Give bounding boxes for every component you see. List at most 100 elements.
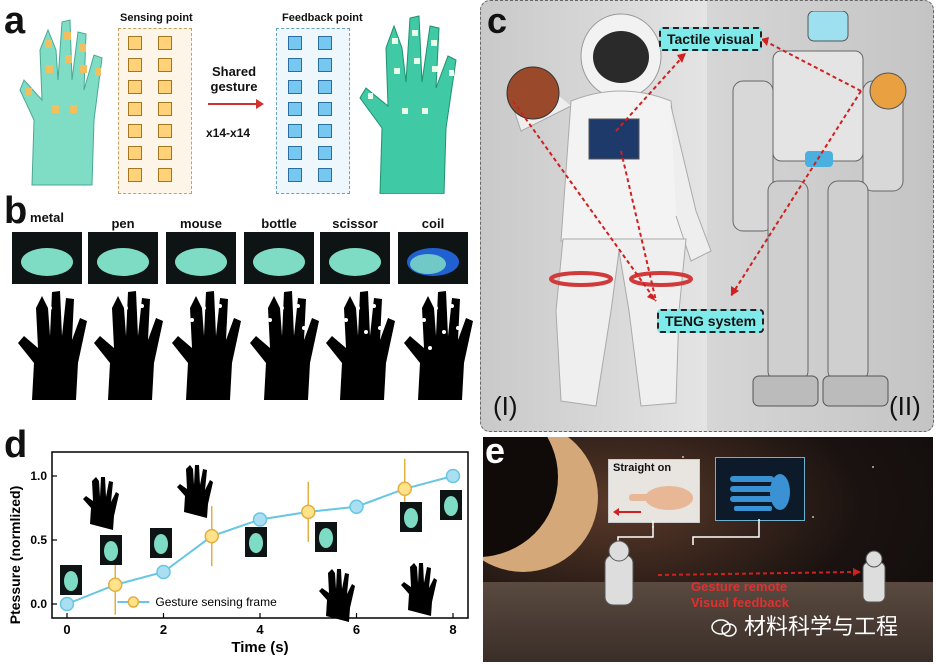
sensing-cell: [128, 124, 142, 138]
hand-silhouette-icon: [322, 288, 400, 408]
object-label: metal: [30, 210, 64, 225]
gesture-thumbnail-hand: [444, 496, 458, 516]
watermark-text: 材料科学与工程: [744, 615, 899, 640]
object-grasp-photo: [320, 232, 390, 284]
astronaut-figure: [506, 13, 712, 407]
teng-system-label: TENG system: [657, 309, 765, 333]
sensing-point-title: Sensing point: [120, 12, 193, 24]
gesture-hand-silhouette: [319, 569, 355, 622]
straight-on-label: Straight on: [613, 462, 672, 474]
hand-silhouette-icon: [90, 288, 168, 408]
feedback-cell: [318, 168, 332, 182]
feedback-cell: [288, 146, 302, 160]
wechat-icon: [711, 618, 737, 638]
humanoid-robot-figure: [732, 11, 907, 407]
sensing-cell: [158, 146, 172, 160]
feedback-cell: [318, 58, 332, 72]
x-tick-label: 4: [256, 622, 264, 637]
lunar-ground: [483, 582, 933, 662]
sensing-cell: [158, 36, 172, 50]
legend-marker: [127, 596, 140, 608]
x-tick-label: 8: [449, 622, 456, 637]
feedback-cell: [318, 124, 332, 138]
object-label: pen: [111, 216, 135, 231]
sensing-cell: [158, 168, 172, 182]
gesture-hand-silhouette: [177, 465, 213, 518]
panel-c-letter: c: [487, 0, 508, 41]
gesture-thumbnail-hand: [404, 508, 418, 528]
y-tick-label: 0.5: [30, 533, 47, 547]
hand-silhouette-icon: [246, 288, 324, 408]
x-tick-label: 2: [160, 622, 167, 637]
sensing-cell: [128, 168, 142, 182]
object-grasp-photo: [244, 232, 314, 284]
astronaut-label: (I): [493, 391, 518, 421]
hand-silhouette-icon: [14, 288, 92, 408]
sensing-cell: [128, 80, 142, 94]
feedback-cell: [318, 102, 332, 116]
straight-on-inset: Straight on: [608, 459, 700, 523]
moon-background: [483, 437, 874, 572]
shared-gesture-arrow: [208, 99, 264, 109]
sensing-cell: [128, 146, 142, 160]
y-tick-label: 1.0: [30, 469, 47, 483]
data-point: [108, 577, 123, 593]
sensing-hand-photo: [12, 10, 112, 190]
data-point: [445, 468, 461, 484]
object-grasp-photo: [398, 232, 468, 284]
tactile-visual-label: Tactile visual: [659, 27, 762, 51]
hand-hologram-icon: [730, 474, 790, 511]
panel-c-robot-astronaut: c: [480, 0, 934, 432]
object-grasp-photo: [166, 232, 236, 284]
feedback-cell: [288, 102, 302, 116]
data-point: [156, 564, 171, 580]
legend-label: Gesture sensing frame: [155, 595, 277, 609]
gesture-thumbnail-hand: [154, 534, 168, 554]
sensing-cell: [128, 58, 142, 72]
gesture-hand-silhouette: [401, 563, 437, 616]
pointing-hand-icon: [613, 486, 693, 516]
remote-text-2: Visual feedback: [691, 595, 790, 610]
hand-silhouette-icon: [400, 288, 478, 408]
feedback-cell: [288, 168, 302, 182]
feedback-cell: [288, 58, 302, 72]
virtual-hand-inset: [715, 457, 805, 521]
tactile-arrows: [512, 37, 862, 302]
data-point: [204, 528, 219, 544]
panel-b-letter: b: [4, 190, 28, 232]
feedback-point-title: Feedback point: [282, 12, 363, 24]
remote-text-1: Gesture remote: [691, 579, 788, 594]
sensing-cell: [158, 58, 172, 72]
robot-label: (II): [889, 391, 921, 421]
panel-a-letter: a: [4, 0, 26, 42]
panel-e-letter: e: [485, 437, 506, 471]
object-grasp-photo: [12, 232, 82, 284]
feedback-cell: [318, 80, 332, 94]
x-tick-label: 0: [63, 622, 70, 637]
panel-d-letter: d: [4, 424, 28, 466]
sensing-cell: [158, 80, 172, 94]
object-label: mouse: [180, 216, 222, 231]
object-grasp-photo: [88, 232, 158, 284]
gesture-thumbnail-hand: [249, 533, 263, 553]
gesture-thumbnail-hand: [319, 528, 333, 548]
x-tick-label: 6: [353, 622, 360, 637]
sensing-cell: [128, 102, 142, 116]
feedback-cell: [318, 146, 332, 160]
gesture-thumbnail-hand: [64, 571, 78, 591]
data-point: [397, 481, 412, 497]
data-point: [349, 499, 364, 514]
y-axis-label: Ptessure (normlized): [7, 486, 23, 624]
watermark: 材料科学与工程: [711, 609, 898, 641]
feedback-cell: [318, 36, 332, 50]
object-label: scissor: [332, 216, 378, 231]
object-label: coil: [421, 216, 445, 231]
data-point: [301, 504, 316, 520]
data-point: [59, 596, 75, 612]
gesture-hand-silhouette: [83, 477, 119, 530]
object-label: bottle: [261, 216, 297, 231]
matrix-size-label: x14-x14: [206, 126, 251, 140]
y-tick-label: 0.0: [30, 597, 47, 611]
feedback-grid: [276, 28, 350, 194]
